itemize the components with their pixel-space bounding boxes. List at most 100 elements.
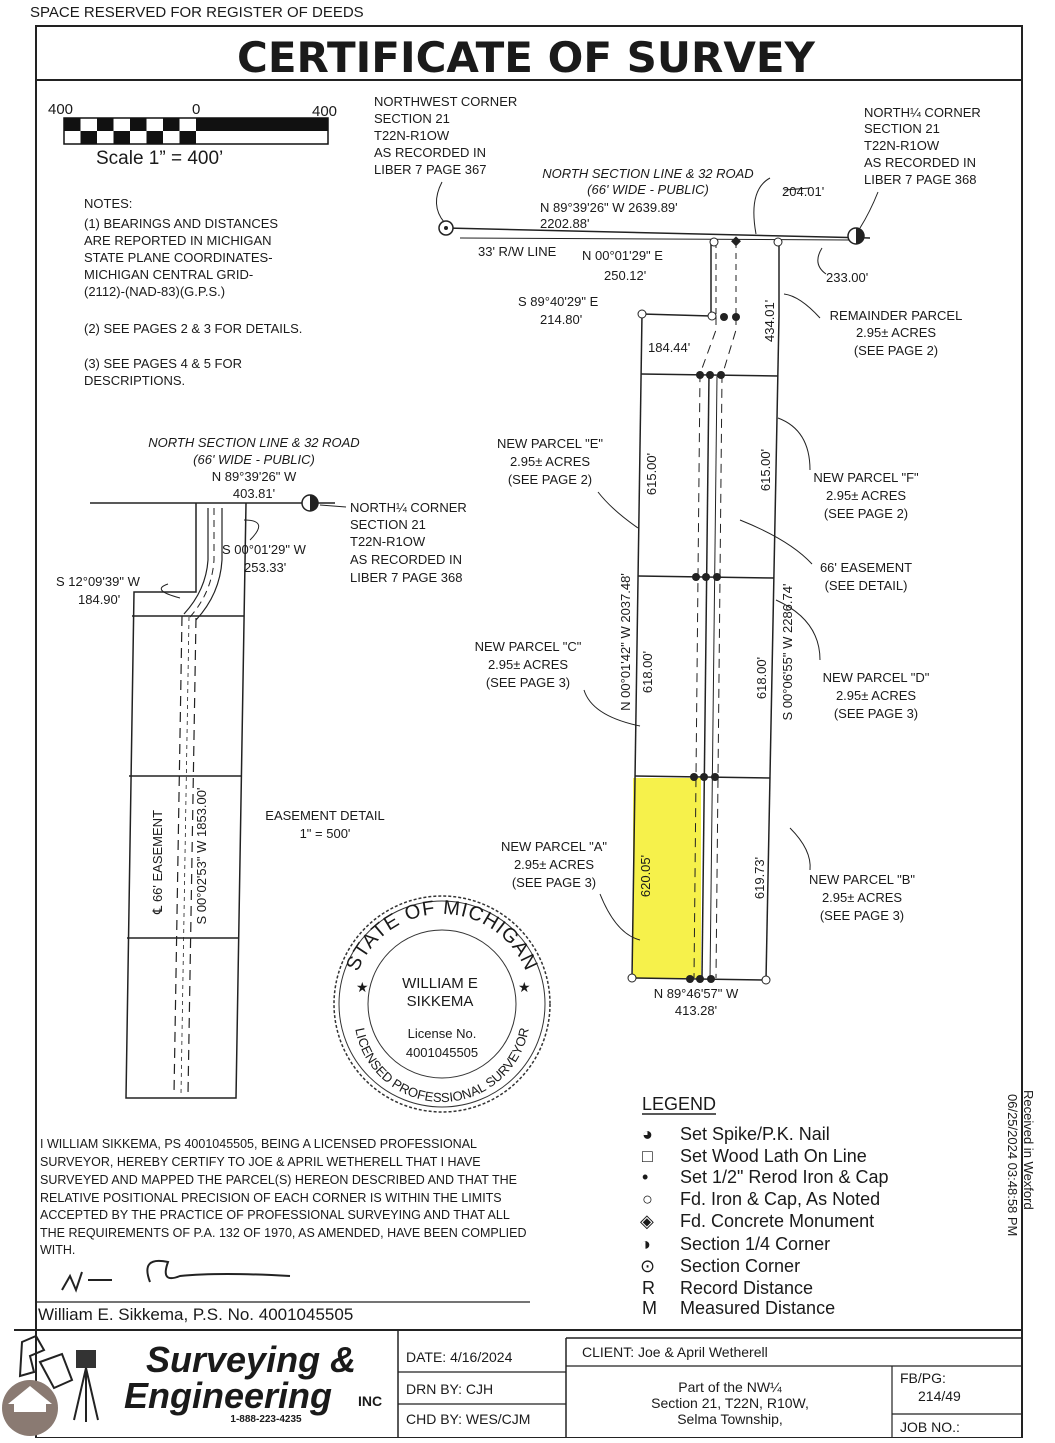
- parcel-a-highlight: [633, 778, 701, 978]
- northwest-corner-label: NORTHWEST CORNER SECTION 21 T22N-R1OW AS…: [374, 94, 517, 177]
- nw-corner-line: AS RECORDED IN: [374, 145, 486, 160]
- detail-s12-bearing: S 12°09'39" W: [56, 574, 141, 589]
- scale-checker-cell: [80, 131, 97, 144]
- detail-s00-distance: 253.33': [244, 560, 286, 575]
- iron-marker: [637, 309, 647, 319]
- rerod-marker: [706, 371, 714, 379]
- iron-marker: [709, 237, 719, 247]
- monument-marker: [731, 236, 741, 247]
- property-description: Section 21, T22N, R10W,: [651, 1395, 809, 1411]
- seal-top-text: STATE OF MICHIGAN: [342, 897, 542, 975]
- note-line: STATE PLANE COORDINATES-: [84, 250, 273, 265]
- center-division-line: [701, 373, 710, 979]
- nw-corner-line: LIBER 7 PAGE 367: [374, 162, 487, 177]
- detail-title: EASEMENT DETAIL: [265, 808, 384, 823]
- n14-corner-line: NORTH¼ CORNER: [864, 105, 981, 120]
- rw-line-label: 33' R/W LINE: [478, 244, 557, 259]
- rerod-marker: [692, 573, 700, 581]
- certification-line: SURVEYOR, HEREBY CERTIFY TO JOE & APRIL …: [40, 1155, 481, 1169]
- note-line: (3) SEE PAGES 4 & 5 FOR: [84, 356, 242, 371]
- field-book-value: 214/49: [918, 1388, 961, 1404]
- company-inc: INC: [358, 1393, 382, 1409]
- scale-checker-cell: [130, 118, 147, 131]
- company-name-line1: Surveying &: [146, 1339, 356, 1380]
- legend-text: Set Spike/P.K. Nail: [680, 1124, 830, 1144]
- iron-marker: [707, 311, 717, 321]
- certification-line: SURVEYED AND MAPPED THE PARCEL(S) HEREON…: [40, 1173, 517, 1187]
- property-description: Selma Township,: [677, 1411, 783, 1427]
- parcel-c-line: NEW PARCEL "C": [475, 639, 582, 654]
- quarter-corner-fill: [856, 228, 864, 244]
- easement-line: 66' EASEMENT: [820, 560, 912, 575]
- parcel-b-line: NEW PARCEL "B": [809, 872, 915, 887]
- parcel-e-label: NEW PARCEL "E" 2.95± ACRES (SEE PAGE 2): [497, 436, 603, 487]
- distance-434: 434.01': [762, 300, 777, 342]
- road-label: NORTH SECTION LINE & 32 ROAD: [542, 166, 753, 181]
- seal-star-left: ★: [356, 979, 369, 995]
- s89-distance: 214.80': [540, 312, 582, 327]
- detail-n14-line: LIBER 7 PAGE 368: [350, 570, 463, 585]
- rw-line: [459, 237, 851, 241]
- parcel-a-line: NEW PARCEL "A": [501, 839, 607, 854]
- parcel-f-line: (SEE PAGE 2): [824, 506, 908, 521]
- parcel-a-line: (SEE PAGE 3): [512, 875, 596, 890]
- scale-left-value: 400: [48, 101, 73, 118]
- checked-by: CHD BY: WES/CJM: [406, 1411, 530, 1427]
- rerod-marker: [686, 975, 694, 983]
- surveyor-seal: STATE OF MICHIGAN LICENSED PROFESSIONAL …: [333, 895, 551, 1113]
- scale-checker-cell: [163, 118, 180, 131]
- remainder-north-line: [641, 313, 712, 317]
- east-boundary-bearing: S 00°06'55" W 2286.74': [780, 584, 795, 721]
- east-boundary-line: [765, 315, 780, 981]
- easement-label: 66' EASEMENT (SEE DETAIL): [820, 560, 912, 593]
- legend-text: Section Corner: [680, 1256, 800, 1276]
- legend-text: Fd. Iron & Cap, As Noted: [680, 1189, 880, 1209]
- scale-zero-value: 0: [192, 101, 200, 118]
- iron-marker: [773, 237, 783, 247]
- easement-detail: NORTH SECTION LINE & 32 ROAD (66' WIDE -…: [56, 435, 467, 1099]
- parcel-e-line: NEW PARCEL "E": [497, 436, 603, 451]
- south-bearing: N 89°46'57" W: [654, 986, 739, 1001]
- title-block: Surveying & Engineering INC 1-888-223-42…: [2, 1329, 1022, 1438]
- seal-name-last: SIKKEMA: [407, 993, 474, 1010]
- seal-star-right: ★: [518, 979, 531, 995]
- certification-line: ACCEPTED BY THE PRACTICE OF PROFESSIONAL…: [40, 1208, 510, 1222]
- distance-615-right: 615.00': [758, 449, 773, 491]
- parcel-b-line: (SEE PAGE 3): [820, 908, 904, 923]
- company-logo: Surveying & Engineering INC 1-888-223-42…: [2, 1334, 382, 1436]
- rerod-marker: [690, 773, 698, 781]
- n14-corner-line: LIBER 7 PAGE 368: [864, 172, 977, 187]
- legend-title: LEGEND: [642, 1094, 716, 1114]
- parcel-c-line: (SEE PAGE 3): [486, 675, 570, 690]
- iron-marker: [627, 973, 637, 983]
- detail-centerline-bearing: S 00°02'53" W 1853.00': [194, 788, 209, 925]
- scale-right-value: 400: [312, 103, 337, 120]
- remainder-line: 2.95± ACRES: [856, 325, 936, 340]
- remainder-line: REMAINDER PARCEL: [830, 308, 963, 323]
- seal-name-first: WILLIAM E: [402, 975, 478, 992]
- rerod-marker: [696, 975, 704, 983]
- field-book-label: FB/PG:: [900, 1370, 946, 1386]
- parcel-e-line: (SEE PAGE 2): [508, 472, 592, 487]
- road-width-label: (66' WIDE - PUBLIC): [587, 182, 709, 197]
- rerod-marker: [717, 371, 725, 379]
- scale-checker-cell: [113, 131, 130, 144]
- distance-204: 204.01': [782, 184, 824, 199]
- certification-block: I WILLIAM SIKKEMA, PS 4001045505, BEING …: [36, 1137, 530, 1324]
- west-boundary-bearing: N 00°01'42" W 2037.48': [618, 573, 633, 711]
- legend-symbol: ◑: [640, 1234, 651, 1254]
- client-name: CLIENT: Joe & April Wetherell: [582, 1344, 768, 1360]
- detail-s12-distance: 184.90': [78, 592, 120, 607]
- detail-bearing: N 89°39'26" W: [212, 469, 297, 484]
- distance-618-right: 618.00': [754, 657, 769, 699]
- detail-road-label: NORTH SECTION LINE & 32 ROAD: [148, 435, 359, 450]
- parcel-d-label: NEW PARCEL "D" 2.95± ACRES (SEE PAGE 3): [823, 670, 930, 721]
- note-line: MICHIGAN CENTRAL GRID-: [84, 267, 253, 282]
- note-line: (2112)-(NAD-83)(G.P.S.): [84, 284, 225, 299]
- parcel-e-line: 2.95± ACRES: [510, 454, 590, 469]
- north-quarter-corner-label: NORTH¼ CORNER SECTION 21 T22N-R1OW AS RE…: [864, 105, 981, 187]
- notes-heading: NOTES:: [84, 196, 132, 211]
- legend-symbol: ⊙: [640, 1256, 655, 1276]
- detail-distance: 403.81': [233, 486, 275, 501]
- distance-233: 233.00': [826, 270, 868, 285]
